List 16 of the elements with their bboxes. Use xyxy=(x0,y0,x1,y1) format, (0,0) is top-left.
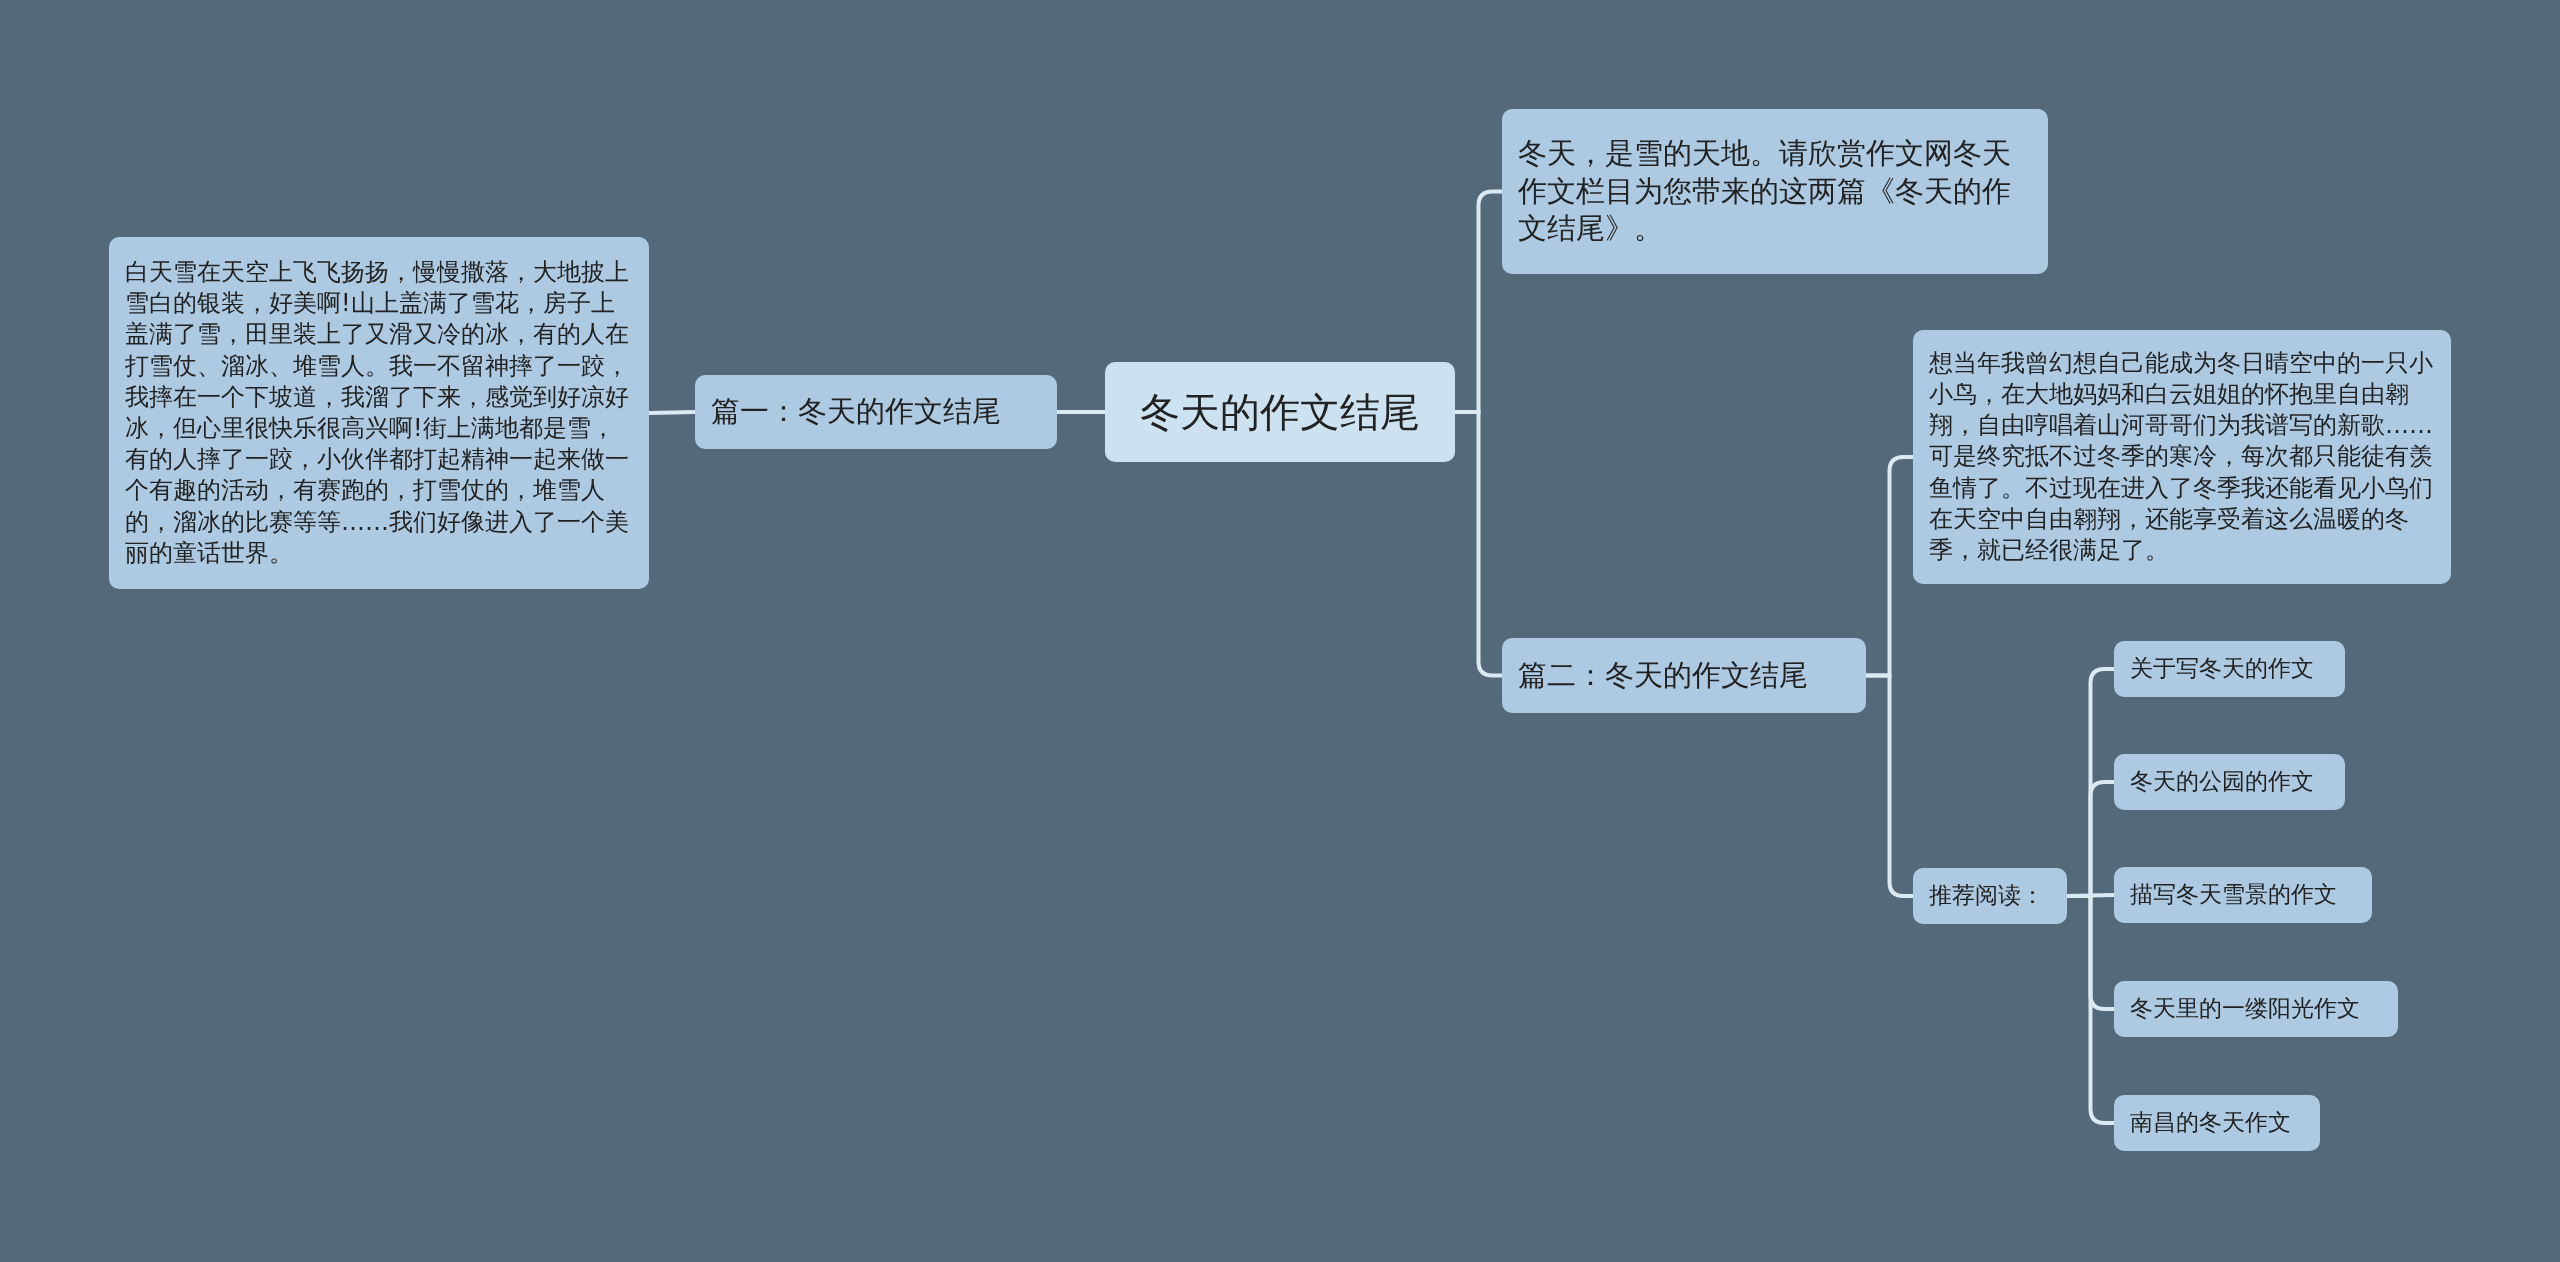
topic-box: 描写冬天雪景的作文 xyxy=(2114,867,2372,923)
topic-box: 冬天的公园的作文 xyxy=(2114,754,2345,810)
topic-box: 篇一：冬天的作文结尾 xyxy=(695,375,1057,449)
topic-box: 冬天里的一缕阳光作文 xyxy=(2114,981,2398,1037)
topic-box: 篇二：冬天的作文结尾 xyxy=(1502,638,1866,713)
connector-line xyxy=(1455,410,1502,678)
topic-box: 推荐阅读： xyxy=(1913,868,2067,924)
central-topic: 冬天的作文结尾 xyxy=(1105,362,1455,462)
topic-box: 想当年我曾幻想自己能成为冬日晴空中的一只小小鸟，在大地妈妈和白云姐姐的怀抱里自由翱翔，自由哼唱着山河哥哥们为我谱写的新歌……可是终究抵不过冬季的寒冷，每次都只能徒有羡鱼情了。不过现在进入了冬季我还能看见小鸟们在天空中自由翱翔，还能享受着这么温暖的冬季，就已经很满足了。 xyxy=(1913,330,2451,584)
topic-box: 关于写冬天的作文 xyxy=(2114,641,2345,697)
connector-line xyxy=(1866,673,1913,898)
connector-line xyxy=(648,410,696,415)
connector-line xyxy=(1057,410,1105,414)
topic-box: 白天雪在天空上飞飞扬扬，慢慢撒落，大地披上雪白的银装，好美啊!山上盖满了雪花，房子上盖满了雪，田里装上了又滑又冷的冰，有的人在打雪仗、溜冰、堆雪人。我一不留神摔了一跤，我摔在一个下坡道，我溜了下来，感觉到好凉好冰，但心里很快乐很高兴啊!街上满地都是雪，有的人摔了一跤，小伙伴都打起精神一起来做一个有趣的活动，有赛跑的，打雪仗的，堆雪人的，溜冰的比赛等等……我们好像进入了一个美丽的童话世界。 xyxy=(109,237,649,589)
topic-box: 南昌的冬天作文 xyxy=(2114,1095,2320,1151)
topic-box: 冬天，是雪的天地。请欣赏作文网冬天作文栏目为您带来的这两篇《冬天的作文结尾》。 xyxy=(1502,109,2048,274)
